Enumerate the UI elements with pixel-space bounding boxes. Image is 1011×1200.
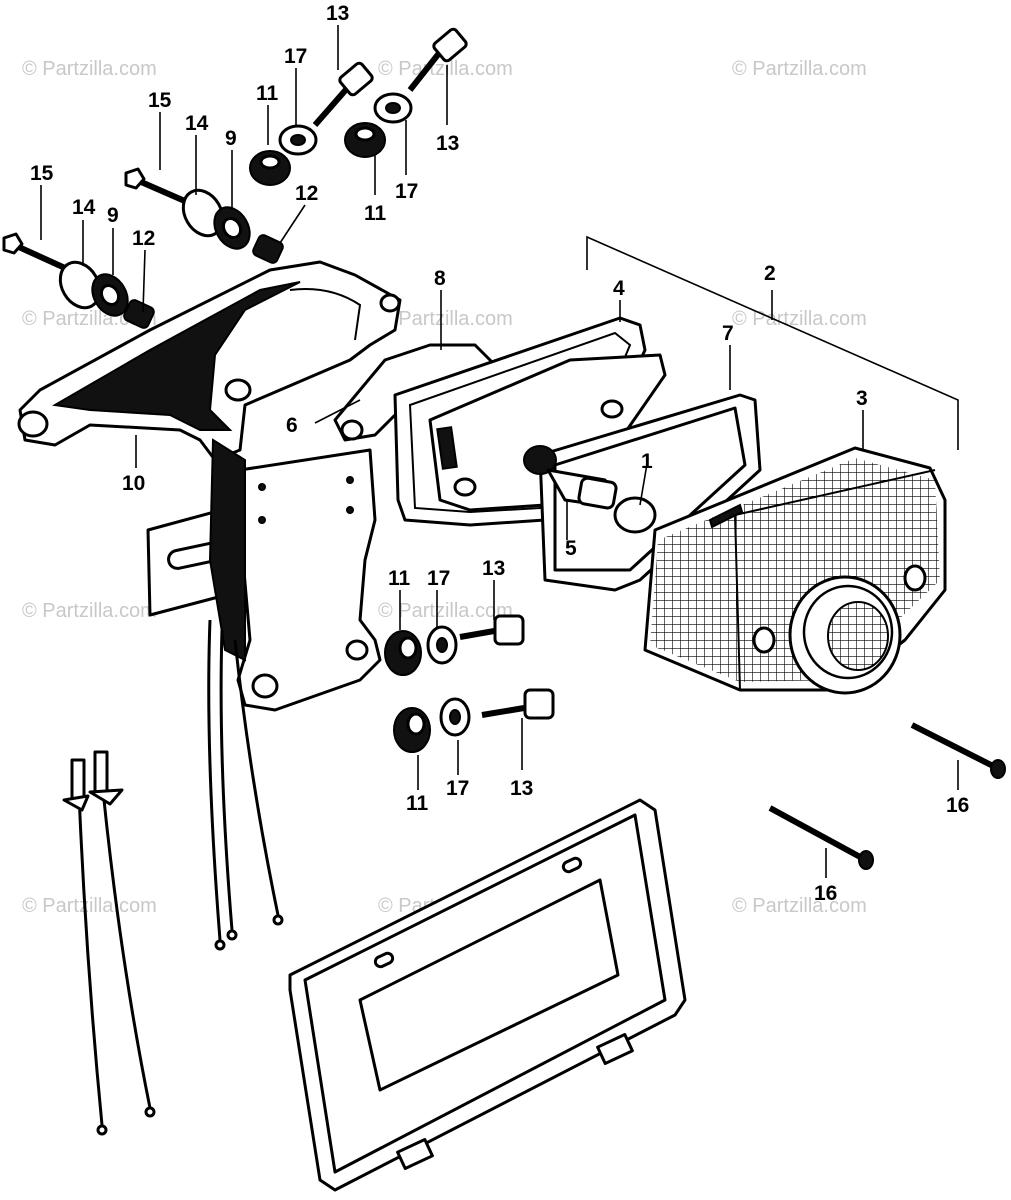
hardware-lower-set (384, 614, 555, 753)
plate-holder-bracket (146, 438, 382, 712)
bracket-10 (17, 260, 402, 462)
callout-13: 13 (510, 777, 533, 800)
callout-13: 13 (436, 132, 459, 155)
callout-14: 14 (72, 196, 96, 219)
callout-5: 5 (565, 537, 577, 560)
lens-gasket-7 (538, 393, 762, 592)
watermark: © Partzilla.com (732, 895, 867, 917)
callout-9: 9 (225, 127, 237, 150)
watermark: © Partzilla.com (22, 58, 157, 80)
watermark: © Partzilla.com (378, 308, 513, 330)
callout-16: 16 (946, 794, 969, 817)
callout-7: 7 (722, 322, 734, 345)
hardware-mid-set (124, 167, 284, 264)
callout-4: 4 (613, 277, 625, 300)
harness-wires (207, 619, 284, 951)
callout-12: 12 (295, 182, 318, 205)
callout-2: 2 (764, 262, 776, 285)
leader-lines (40, 25, 959, 878)
screw-16-lower (768, 805, 874, 870)
watermark: © Partzilla.com (22, 600, 157, 622)
watermark: © Partzilla.com (732, 308, 867, 330)
callout-11: 11 (388, 567, 411, 590)
loose-leads (62, 750, 156, 1136)
callout-8: 8 (434, 267, 446, 290)
callout-12: 12 (132, 227, 155, 250)
hardware-top-set (249, 27, 468, 186)
watermark: © Partzilla.com (732, 58, 867, 80)
callout-3: 3 (856, 387, 868, 410)
callout-13: 13 (326, 2, 349, 25)
callout-6: 6 (286, 414, 298, 437)
group-bracket-2 (586, 235, 959, 450)
callout-1: 1 (641, 450, 653, 473)
watermark: © Partzilla.com (378, 58, 513, 80)
callout-9: 9 (107, 204, 119, 227)
callout-13: 13 (482, 557, 505, 580)
callout-17: 17 (395, 180, 418, 203)
callout-16: 16 (814, 882, 837, 905)
watermark: © Partzilla.com (22, 895, 157, 917)
callout-14: 14 (185, 112, 209, 135)
callout-15: 15 (148, 89, 172, 112)
screw-16-upper (910, 722, 1006, 779)
hardware-left-set (2, 232, 155, 329)
watermark: © Partzilla.com (378, 600, 513, 622)
license-plate-frame (288, 798, 687, 1192)
taillight-lens-3 (643, 446, 947, 695)
bulb-1 (577, 476, 657, 534)
callout-17: 17 (427, 567, 450, 590)
callout-10: 10 (122, 472, 145, 495)
callout-11: 11 (364, 202, 387, 225)
callout-17: 17 (446, 777, 469, 800)
callout-11: 11 (256, 82, 279, 105)
callout-17: 17 (284, 45, 307, 68)
callout-15: 15 (30, 162, 54, 185)
callout-11: 11 (406, 792, 429, 815)
callouts: 15 14 9 12 15 14 9 11 17 13 12 13 17 11 … (30, 2, 969, 905)
